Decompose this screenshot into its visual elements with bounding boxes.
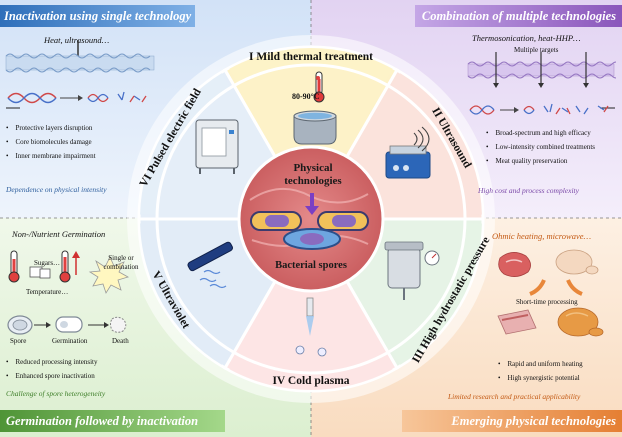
note-bottom-right: Limited research and practical applicabi… — [448, 392, 581, 401]
bullet-item: Core biomolecules damage — [6, 138, 96, 146]
thermometer-icon — [313, 71, 325, 103]
pressure-vessel-icon — [384, 241, 440, 300]
note-top-right: High cost and process complexity — [478, 186, 579, 195]
subtitle-top-left: Heat, ultrasound… — [44, 35, 110, 45]
title-top-left: Inactivation using single technology — [4, 9, 192, 23]
spore-icon — [250, 211, 302, 231]
arrow-down-icon — [493, 83, 589, 88]
raw-chicken-icon — [555, 249, 599, 275]
label-temperature: Temperature… — [26, 288, 69, 296]
sound-wave-icon — [413, 126, 430, 152]
bullet-item: Rapid and uniform heating — [498, 360, 582, 368]
arrow-right-icon — [46, 322, 51, 328]
label-single-or-combination: Single or combination — [103, 254, 139, 271]
bullet-item: High synergistic potential — [498, 374, 583, 382]
thermometer-icon — [59, 250, 71, 283]
arrow-icon — [566, 279, 583, 296]
water-bath-pot-icon — [293, 110, 337, 145]
bullet-item: Reduced processing intensity — [6, 358, 97, 366]
arrow-down-icon — [495, 52, 587, 84]
label-germination: Germination — [52, 337, 88, 345]
bullet-item: Protective layers disruption — [6, 124, 96, 132]
label-sugars: Sugars… — [34, 259, 61, 267]
dead-cell-icon — [110, 316, 127, 333]
title-bottom-right: Emerging physical technologies — [451, 414, 616, 428]
uv-lamp-icon — [187, 241, 233, 289]
heat-dot-icon — [316, 76, 320, 80]
center-bottom-label: Bacterial spores — [275, 260, 347, 271]
burst-icon — [88, 256, 130, 294]
bullet-item: Meat quality preservation — [486, 157, 595, 165]
wheel-inner-ring — [155, 63, 467, 375]
arrow-right-icon — [104, 322, 109, 328]
arrow-right-icon — [514, 107, 519, 113]
bullets-bottom-right: Rapid and uniform heating High synergist… — [498, 360, 583, 388]
process-label: Short-time processing — [516, 298, 578, 306]
membrane-icon — [5, 53, 155, 73]
bullet-item: Enhanced spore inactivation — [6, 372, 98, 380]
temperature-label: 80-90°C — [292, 92, 320, 101]
center-meat-disc — [237, 145, 385, 293]
segment-label-ribbon — [229, 353, 393, 391]
title-top-right: Combination of multiple technologies — [421, 9, 616, 23]
title-bar-bottom-left — [0, 410, 225, 432]
thermometer-icon — [8, 250, 20, 283]
sugar-cubes-icon — [29, 266, 51, 279]
plasma-jet-icon — [295, 297, 327, 357]
subtitle-top-right: Thermosonication, heat-HHP… — [472, 33, 581, 43]
note-bottom-left: Challenge of spore heterogeneity — [6, 389, 106, 398]
note-top-left: Dependence on physical intensity — [6, 185, 107, 194]
cooked-chicken-icon — [557, 307, 604, 337]
dna-icon — [7, 92, 57, 104]
segment-label: I Mild thermal treatment — [249, 51, 373, 63]
title-bar-top-left — [0, 5, 195, 27]
ultrasonic-bath-icon — [385, 145, 431, 179]
food-processing-illustration — [497, 249, 604, 337]
bullets-bottom-left: Reduced processing intensity Enhanced sp… — [6, 358, 98, 386]
title-bar-top-right — [415, 5, 622, 27]
spore-icon — [283, 228, 341, 250]
subtitle-bottom-left: Non-/Nutrient Germination — [12, 229, 106, 239]
bullets-top-left: Protective layers disruption Core biomol… — [6, 124, 96, 166]
bullet-item: Inner membrane impairment — [6, 152, 95, 160]
germination-illustration — [7, 250, 130, 335]
subtitle-bottom-right: Ohmic heating, microwave… — [492, 231, 592, 241]
germinating-cell-icon — [55, 316, 83, 333]
segment-label-ribbon — [229, 48, 393, 85]
arrow-down-icon — [305, 206, 319, 215]
label-death: Death — [112, 337, 129, 345]
broken-dna-icon — [87, 91, 147, 103]
dna-icon — [469, 105, 495, 115]
arrow-right-icon — [78, 95, 83, 101]
arrow-icon — [529, 279, 546, 296]
spore-icon — [317, 211, 369, 231]
raw-meat-icon — [498, 252, 531, 277]
broken-dna-icon — [523, 103, 609, 115]
bullet-item: Broad-spectrum and high efficacy — [486, 129, 595, 137]
title-bottom-left: Germination followed by inactivation — [6, 414, 199, 428]
membrane-disruption-illustration — [5, 40, 155, 104]
bullet-item: Low-intensity combined treatments — [486, 143, 595, 151]
pef-chamber-icon — [195, 119, 239, 174]
cooked-meat-icon — [497, 309, 537, 335]
title-bar-bottom-right — [402, 410, 622, 432]
spore-icon — [7, 315, 33, 335]
bullets-top-right: Broad-spectrum and high efficacy Low-int… — [486, 129, 595, 171]
meat-texture — [249, 187, 369, 204]
arrow-up-icon — [72, 251, 80, 258]
label-spore: Spore — [10, 337, 27, 345]
multiple-targets-illustration — [467, 52, 616, 115]
segment-label: IV Cold plasma — [272, 375, 349, 387]
targets-label: Multiple targets — [514, 46, 559, 54]
